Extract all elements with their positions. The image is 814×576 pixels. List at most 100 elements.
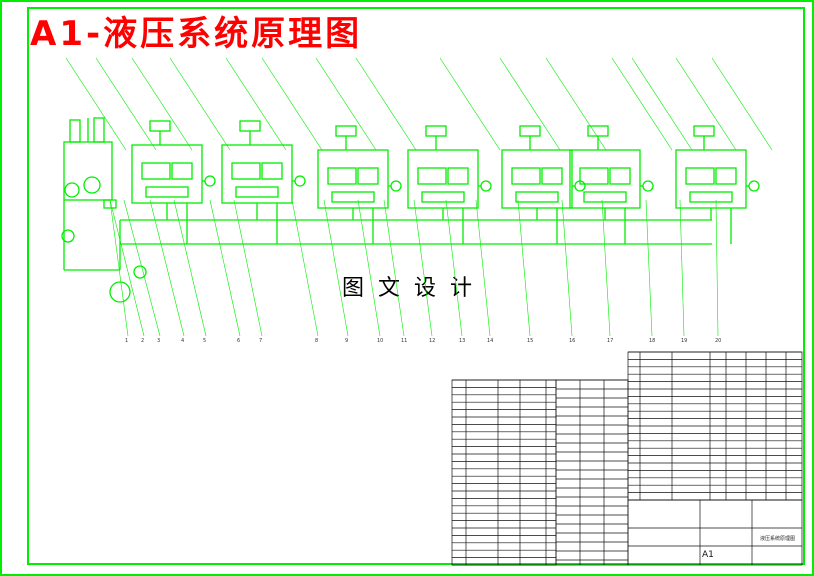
gauge-symbol — [204, 175, 216, 187]
solenoid-valve — [141, 162, 171, 180]
callout-number: 19 — [681, 338, 687, 344]
leader-line — [225, 57, 287, 151]
solenoid-valve — [231, 162, 261, 180]
solenoid-valve — [609, 167, 631, 185]
leader-line — [95, 57, 157, 151]
actuator-symbol — [693, 125, 715, 137]
leader-line — [383, 199, 405, 337]
leader-line — [233, 199, 263, 337]
solenoid-valve — [447, 167, 469, 185]
callout-number: 14 — [487, 338, 493, 344]
leader-line — [261, 57, 323, 151]
leader-line — [475, 199, 491, 337]
relief-valve — [689, 191, 733, 203]
drawing-title: A1-液压系统原理图 — [30, 14, 363, 54]
sheet-size-label: A1 — [702, 550, 714, 560]
title-block — [451, 351, 803, 566]
relief-valve — [145, 186, 189, 198]
pump-symbol — [83, 176, 101, 194]
solenoid-valve — [715, 167, 737, 185]
leader-line — [561, 199, 573, 337]
callout-number: 8 — [315, 338, 318, 344]
gauge-symbol — [480, 180, 492, 192]
callout-number: 16 — [569, 338, 575, 344]
leader-line — [675, 57, 737, 151]
solenoid-valve — [417, 167, 447, 185]
leader-line — [517, 199, 531, 337]
leader-line — [439, 57, 501, 151]
leader-line — [169, 57, 231, 151]
callout-number: 2 — [141, 338, 144, 344]
actuator-symbol — [239, 120, 261, 132]
leader-line — [631, 57, 693, 151]
actuator-symbol — [425, 125, 447, 137]
leader-line — [601, 199, 611, 337]
callout-number: 20 — [715, 338, 721, 344]
relief-valve — [331, 191, 375, 203]
relief-valve — [421, 191, 465, 203]
motor-symbol — [64, 182, 80, 198]
filter-symbol — [69, 119, 81, 143]
callout-number: 9 — [345, 338, 348, 344]
circuit-lines — [61, 57, 773, 337]
leader-line — [173, 199, 207, 337]
callout-number: 18 — [649, 338, 655, 344]
solenoid-valve — [541, 167, 563, 185]
motor-symbol — [133, 265, 147, 279]
leader-line — [445, 199, 463, 337]
leader-line — [499, 57, 561, 151]
gauge-symbol — [294, 175, 306, 187]
leader-line — [545, 57, 607, 151]
callout-number: 1 — [125, 338, 128, 344]
gauge-symbol — [748, 180, 760, 192]
pressure-gauge — [61, 229, 75, 243]
title-cell — [627, 499, 803, 566]
leader-line — [209, 199, 241, 337]
callout-number: 17 — [607, 338, 613, 344]
callout-number: 6 — [237, 338, 240, 344]
leader-line — [131, 57, 193, 151]
leader-line — [355, 57, 417, 151]
leader-line — [679, 199, 685, 337]
solenoid-valve — [171, 162, 193, 180]
relief-valve — [235, 186, 279, 198]
leader-line — [357, 199, 381, 337]
actuator-symbol — [335, 125, 357, 137]
revision-block — [555, 379, 629, 566]
leader-line — [315, 57, 377, 151]
parts-table-left — [451, 379, 557, 566]
solenoid-valve — [261, 162, 283, 180]
callout-number: 13 — [459, 338, 465, 344]
callout-number: 7 — [259, 338, 262, 344]
callout-number: 10 — [377, 338, 383, 344]
leader-line — [323, 199, 349, 337]
filter-symbol — [93, 117, 105, 143]
leader-line — [413, 199, 433, 337]
relief-valve — [515, 191, 559, 203]
drawing-name-label: 液压系统原理图 — [760, 535, 795, 542]
gauge-symbol — [642, 180, 654, 192]
inner-frame — [27, 7, 805, 565]
watermark-text: 图文设计 — [342, 276, 487, 301]
solenoid-valve — [579, 167, 609, 185]
actuator-symbol — [149, 120, 171, 132]
callout-number: 3 — [157, 338, 160, 344]
leader-line — [109, 199, 145, 337]
main-pump-symbol — [109, 281, 131, 303]
leader-line — [65, 57, 127, 151]
gauge-symbol — [390, 180, 402, 192]
callout-number: 15 — [527, 338, 533, 344]
leader-line — [149, 199, 185, 337]
callout-number: 4 — [181, 338, 184, 344]
leader-line — [645, 199, 653, 337]
leader-line — [291, 199, 319, 337]
solenoid-valve — [327, 167, 357, 185]
solenoid-valve — [685, 167, 715, 185]
relief-valve — [583, 191, 627, 203]
leader-line — [109, 199, 129, 337]
leader-line — [123, 199, 161, 337]
leader-line — [715, 199, 719, 337]
